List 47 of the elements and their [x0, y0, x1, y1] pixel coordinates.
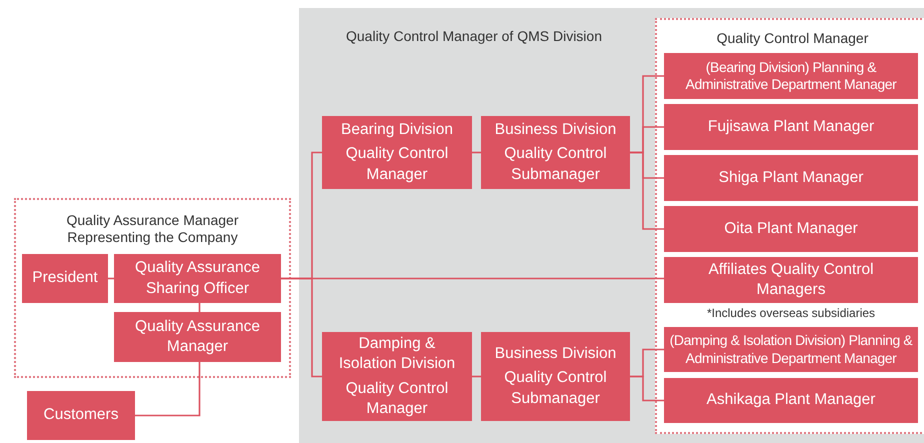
role-box	[322, 332, 472, 421]
role-box	[114, 312, 281, 362]
role-label: Quality Control Submanager	[503, 368, 608, 409]
role-box	[664, 53, 918, 99]
group-frame	[655, 18, 924, 434]
role-box	[664, 155, 918, 201]
group-frame	[14, 198, 291, 378]
role-box	[664, 378, 918, 423]
role-label: Shiga Plant Manager	[718, 168, 864, 188]
role-label: Quality Control Manager	[344, 378, 450, 419]
role-label: (Damping & Isolation Division) Planning & Administrative Department Manager	[668, 332, 914, 367]
role-box	[22, 254, 108, 303]
role-label: President	[32, 268, 98, 288]
group-heading: Quality Assurance Manager Representing the Company	[66, 212, 240, 246]
connector-line	[630, 376, 664, 402]
role-label: Damping & Isolation Division	[338, 334, 456, 374]
role-label: Quality Assurance Manager	[134, 316, 261, 357]
role-box	[114, 254, 281, 303]
division-panel	[299, 8, 924, 443]
role-label: (Bearing Division) Planning & Administrative Department Manager	[684, 58, 898, 94]
connector-line	[472, 376, 481, 378]
role-box	[481, 332, 630, 421]
role-box	[27, 391, 135, 440]
connector-line	[198, 303, 200, 312]
role-label: Business Division	[494, 120, 616, 140]
connector-line	[281, 278, 664, 280]
group-heading: Quality Control Manager of QMS Division	[345, 28, 603, 45]
connector-line	[108, 278, 114, 280]
group-heading: Quality Control Manager	[716, 30, 870, 47]
role-label: Fujisawa Plant Manager	[708, 116, 874, 137]
role-box	[481, 116, 630, 189]
role-label: Oita Plant Manager	[724, 218, 858, 239]
role-label: Customers	[44, 405, 118, 426]
role-label: Business Division	[494, 344, 616, 364]
role-label: Quality Control Submanager	[503, 144, 608, 185]
footnote: *Includes overseas subsidiaries	[706, 306, 876, 322]
role-label: Quality Assurance Sharing Officer	[134, 258, 261, 298]
role-box	[664, 206, 918, 252]
role-label: Bearing Division	[341, 120, 453, 140]
role-box	[664, 104, 918, 150]
connector-line	[630, 152, 664, 230]
connector-line	[472, 152, 481, 154]
role-label: Ashikaga Plant Manager	[706, 390, 876, 410]
connector-line	[135, 362, 200, 416]
role-label: Affiliates Quality Control Managers	[707, 260, 875, 300]
role-box	[322, 116, 472, 189]
role-label: Quality Control Manager	[344, 144, 450, 185]
